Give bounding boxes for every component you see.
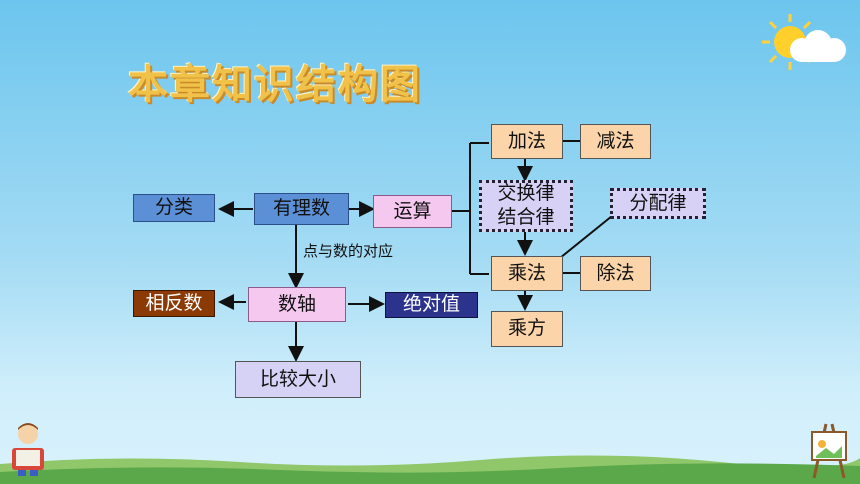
node-xiangfanshu: 相反数 xyxy=(133,290,215,317)
node-chengfang: 乘方 xyxy=(491,311,563,347)
node-chengfa: 乘法 xyxy=(491,256,563,291)
node-jueduizhi: 绝对值 xyxy=(385,292,478,318)
node-jianfa: 减法 xyxy=(580,124,651,159)
grass-strip xyxy=(0,455,860,484)
node-youlishu: 有理数 xyxy=(254,193,349,225)
node-chufa: 除法 xyxy=(580,256,651,291)
reading-child-icon xyxy=(12,423,44,476)
node-jiafa: 加法 xyxy=(491,124,563,159)
node-fenlei: 分类 xyxy=(133,194,215,222)
easel-icon xyxy=(811,423,847,479)
node-fenpeilv: 分配律 xyxy=(610,188,706,219)
edge-label-point-number: 点与数的对应 xyxy=(303,242,394,260)
node-lv-group: 交换律 结合律 xyxy=(479,180,573,232)
node-jiaohuanlv: 交换律 xyxy=(497,182,555,205)
page-title: 本章知识结构图 xyxy=(128,62,422,108)
cloud-icon xyxy=(790,30,846,62)
node-jiehelv: 结合律 xyxy=(497,206,555,228)
node-bijiaodaxiao: 比较大小 xyxy=(235,361,361,398)
node-yunsuan: 运算 xyxy=(373,195,452,228)
node-shuzhou: 数轴 xyxy=(248,287,346,322)
